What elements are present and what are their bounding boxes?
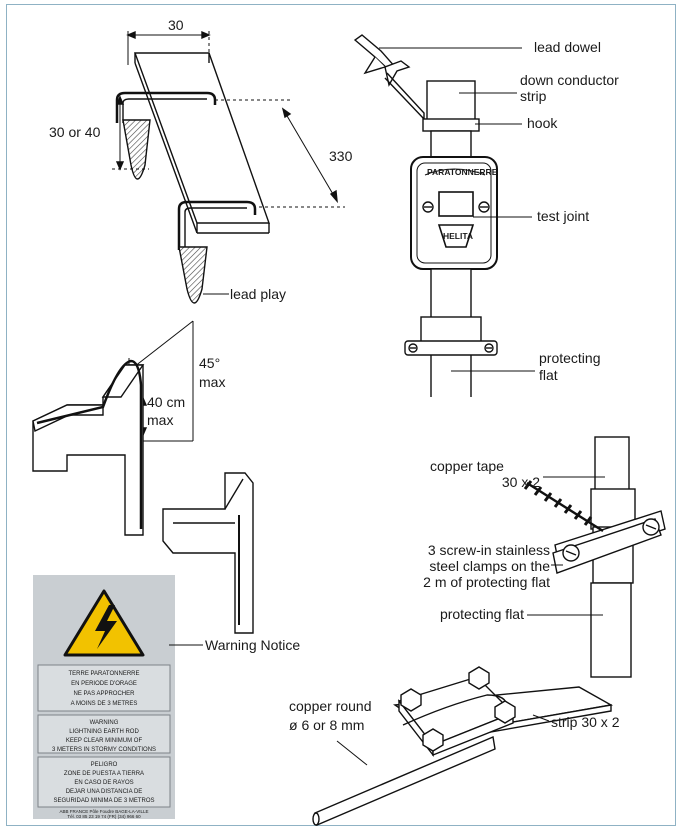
paratonnerre-marking: PARATONNERRE <box>427 167 498 177</box>
length-dimension-label: 330 <box>329 148 353 164</box>
clamps-label-line1: 3 screw-in stainless <box>428 542 550 558</box>
diagram-frame: 30 30 or 40 330 lead play P <box>6 4 676 826</box>
protecting-flat-label: protecting flat <box>440 606 524 622</box>
sign-es-line3: EN CASO DE RAYOS <box>74 780 133 786</box>
width-dimension-label: 30 <box>168 17 184 33</box>
lightning-protection-diagram: 30 30 or 40 330 lead play P <box>32 17 666 826</box>
sign-es-line2: ZONE DE PUESTA A TIERRA <box>64 771 144 777</box>
sign-fr-line4: A MOINS DE 3 METRES <box>71 701 138 707</box>
clamps-label-line3: 2 m of protecting flat <box>423 574 550 590</box>
protecting-flat-label-line2: flat <box>539 367 558 383</box>
down-conductor-label-line1: down conductor <box>520 72 619 88</box>
test-joint-figure <box>353 34 498 397</box>
bolt-icons <box>400 666 516 752</box>
sign-es-line5: SEGURIDAD MINIMA DE 3 METROS <box>53 798 154 804</box>
middle-right-leader-lines <box>527 476 605 616</box>
sign-fr-line1: TERRE PARATONNERRE <box>68 671 139 677</box>
copper-tape-clamp-figure <box>523 436 666 678</box>
angle-label-line2: max <box>199 374 225 390</box>
height-dimension-label: 30 or 40 <box>49 124 101 140</box>
clamps-label-line2: steel clamps on the <box>429 558 550 574</box>
height-label-line2: max <box>147 412 173 428</box>
sign-es-line1: PELIGRO <box>91 762 118 768</box>
protecting-flat-label-line1: protecting <box>539 350 600 366</box>
sign-es-line4: DEJAR UNA DISTANCIA DE <box>66 789 143 795</box>
test-joint-label: test joint <box>537 208 589 224</box>
sign-fr-line2: EN PERIODE D'ORAGE <box>71 681 137 687</box>
copper-round-label-line1: copper round <box>289 698 372 714</box>
sign-fr-line3: NE PAS APPROCHER <box>74 691 136 697</box>
lead-play-label: lead play <box>230 286 286 302</box>
down-conductor-label-line2: strip <box>520 88 547 104</box>
angle-label-line1: 45° <box>199 355 220 371</box>
warning-notice-label: Warning Notice <box>205 637 300 653</box>
cross-connector-figure <box>312 666 614 826</box>
strip-label: strip 30 x 2 <box>551 714 620 730</box>
lightning-bolt-icon <box>95 605 117 649</box>
hook-label: hook <box>527 115 558 131</box>
sign-footer-line1: ABB FRANCE Pôle Foudre BAGE-LA-VILLE <box>59 809 148 814</box>
copper-tape-label-line1: copper tape <box>430 458 504 474</box>
copper-round-label-line2: ø 6 or 8 mm <box>289 717 364 733</box>
sign-en-line1: WARNING <box>90 720 119 726</box>
lead-dowel-label: lead dowel <box>534 39 601 55</box>
parapet-figure <box>32 320 254 634</box>
copper-tape-label-line2: 30 x 2 <box>502 474 540 490</box>
sign-en-line4: 3 METERS IN STORMY CONDITIONS <box>52 747 156 753</box>
sign-en-line3: KEEP CLEAR MINIMUM OF <box>66 738 143 744</box>
bottom-leader-lines <box>336 714 550 766</box>
helita-marking: HELITA <box>443 231 473 241</box>
sign-en-line2: LIGHTNING EARTH ROD <box>69 729 139 735</box>
height-label-line1: 40 cm <box>147 394 185 410</box>
sign-footer-line2: Tél. 03 85 23 19 74 (FR) (34) 966 60 <box>67 814 141 819</box>
hook-fixing-figure <box>112 30 345 304</box>
warning-sign <box>33 575 175 819</box>
top-right-leader-lines <box>379 47 535 372</box>
